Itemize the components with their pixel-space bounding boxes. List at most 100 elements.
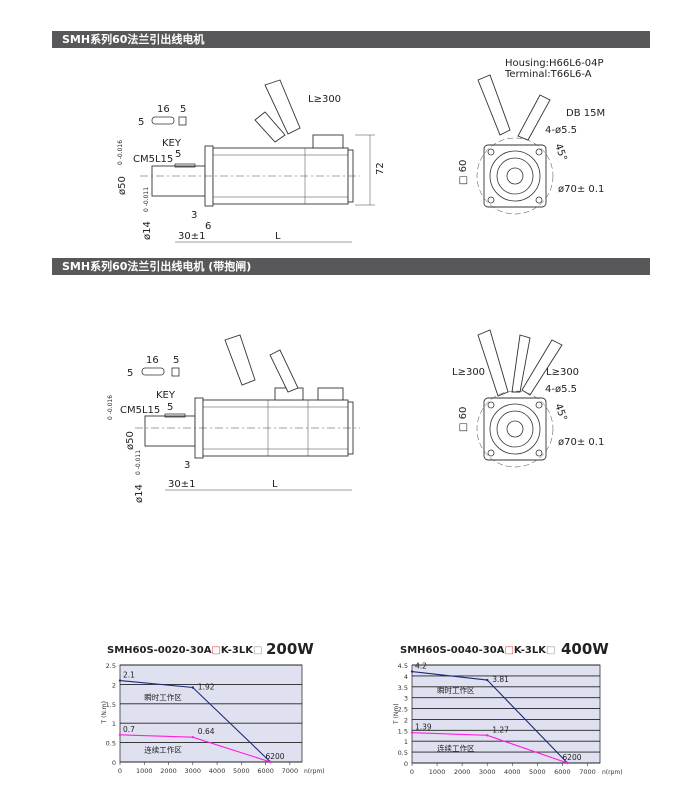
chart-1-point <box>118 679 122 682</box>
chart-1-ytick: 1.5 <box>106 701 116 709</box>
db-label: DB 15M <box>566 108 605 119</box>
cable-length-left: L≥300 <box>452 367 485 378</box>
chart-2-ytick: 2.5 <box>398 706 408 714</box>
chart-2-xtick: 7000 <box>579 768 596 776</box>
key-offset-2: 5 <box>167 402 173 413</box>
chart-1-xtick: 4000 <box>209 767 226 775</box>
chart-2-data-label: 3.81 <box>492 675 509 684</box>
chart-2-ytick: 4.5 <box>398 662 408 670</box>
section-header-motor: SMH系列60法兰引出线电机 <box>52 31 650 48</box>
chart-2-title-model: SMH60S-0040-30A <box>400 645 505 656</box>
chart-1-ytick: 1 <box>112 720 116 728</box>
square-label-2: □ 60 <box>458 407 469 432</box>
cable-length: L≥300 <box>308 94 341 105</box>
key-height-2: 5 <box>127 368 133 379</box>
shaft-length-2: 30±1 <box>168 479 195 490</box>
chart-2-title-suffix: K-3LK <box>513 645 546 656</box>
chart-1-xtick: 7000 <box>282 767 299 775</box>
height-dim: 72 <box>375 162 386 175</box>
side-view-1: 16 5 5 KEY CM5L15 5 L≥300 72 ø50 0 -0.01… <box>117 79 386 243</box>
chart-2-ytick: 1 <box>404 738 408 746</box>
key-end: 5 <box>180 104 186 115</box>
chart-2-xtick: 0 <box>410 768 414 776</box>
chart-2-point <box>410 670 414 673</box>
square-label: □ 60 <box>458 160 469 185</box>
chart-2-xtick: 5000 <box>529 768 546 776</box>
chart-2-point <box>410 731 414 734</box>
flange-6: 6 <box>205 221 211 232</box>
chart-2-xlabel: n(rpm) <box>602 769 623 776</box>
chart-2-power: 400W <box>561 640 609 658</box>
thread-label: CM5L15 <box>133 154 173 165</box>
shaft-diameter-b-tol: 0 -0.016 <box>107 395 114 420</box>
chart-2-point <box>566 761 569 765</box>
chart-2-region-continuous: 连续工作区 <box>437 743 475 753</box>
chart-2-title: SMH60S-0040-30A□K-3LK□ <box>400 645 555 656</box>
chart-1-ytick: 0.5 <box>106 740 116 748</box>
pcd-label-2: ø70± 0.1 <box>558 437 604 448</box>
shaft-length: 30±1 <box>178 231 205 242</box>
chart-1-title: SMH60S-0020-30A□K-3LK□ <box>107 645 262 656</box>
thread-label-2: CM5L15 <box>120 405 160 416</box>
chart-2-xtick: 2000 <box>454 768 471 776</box>
chart-1-region-peak: 瞬时工作区 <box>144 692 182 702</box>
chart-1-data-label: 2.1 <box>123 671 135 680</box>
chart-1-xtick: 0 <box>118 767 122 775</box>
flange-3b: 3 <box>184 460 190 471</box>
key-width-2: 16 <box>146 355 159 366</box>
chart-1-xtick: 6000 <box>257 767 274 775</box>
flange-3: 3 <box>191 210 197 221</box>
front-view-1: Housing:H66L6-04P Terminal:T66L6-A DB 15… <box>458 58 605 215</box>
chart-1-xtick: 3000 <box>185 767 202 775</box>
chart-1-point <box>118 733 122 737</box>
chart-1-data-label: 0.7 <box>123 725 135 734</box>
chart-2-data-label: 1.39 <box>415 723 432 732</box>
shaft-diameter-2-tol: 0 -0.011 <box>143 187 150 212</box>
chart-1-data-label: 6200 <box>265 752 284 761</box>
chart-1-ytick: 2.5 <box>106 662 116 670</box>
chart-2-region-peak: 瞬时工作区 <box>437 685 475 695</box>
chart-2-ytick: 3 <box>404 695 408 703</box>
chart-1-xlabel: n(rpm) <box>304 768 325 775</box>
shaft-diameter-2: ø14 <box>142 221 153 240</box>
cable-length-right: L≥300 <box>546 367 579 378</box>
chart-1-ytick: 0 <box>112 759 116 767</box>
chart-1-point <box>191 686 194 689</box>
chart-1-point <box>191 735 194 739</box>
chart-1-ylabel: T (N.m) <box>101 701 108 725</box>
motor-length-2: L <box>272 479 278 490</box>
chart-1-xtick: 5000 <box>233 767 250 775</box>
chart-2-title-box: □ <box>504 645 514 656</box>
chart-1-data-label: 0.64 <box>198 727 215 736</box>
chart-1-xtick: 2000 <box>160 767 177 775</box>
terminal-label: Terminal:T66L6-A <box>504 69 592 80</box>
chart-2-data-label: 6200 <box>562 753 581 762</box>
chart-1-xtick: 1000 <box>136 767 153 775</box>
chart-2-xtick: 3000 <box>479 768 496 776</box>
chart-1-point <box>269 760 272 764</box>
chart-2-title-box2: □ <box>546 645 556 656</box>
shaft-diameter: ø50 <box>117 176 128 195</box>
chart-1-title-suffix: K-3LK <box>220 645 253 656</box>
chart-2-ytick: 0 <box>404 760 408 768</box>
key-end-2: 5 <box>173 355 179 366</box>
side-view-2: 16 5 5 KEY CM5L15 5 ø50 0 -0.016 ø14 0 -… <box>107 334 360 503</box>
chart-2-ytick: 1.5 <box>398 727 408 735</box>
chart-2-point <box>486 734 489 737</box>
shaft-diameter-2b: ø14 <box>134 484 145 503</box>
chart-1-power: 200W <box>266 640 314 658</box>
key-label-2: KEY <box>156 390 176 401</box>
shaft-diameter-tol: 0 -0.016 <box>117 140 124 165</box>
shaft-diameter-b: ø50 <box>125 431 136 450</box>
chart-1-ytick: 2 <box>112 681 116 689</box>
chart-1-title-box2: □ <box>253 645 263 656</box>
chart-2-xtick: 6000 <box>554 768 571 776</box>
pcd-label: ø70± 0.1 <box>558 184 604 195</box>
chart-2-ylabel: T (Nm) <box>393 703 400 725</box>
chart-2-data-label: 1.27 <box>492 725 509 734</box>
key-width: 16 <box>157 104 170 115</box>
key-height: 5 <box>138 117 144 128</box>
chart-1-data-label: 1.92 <box>198 683 215 692</box>
